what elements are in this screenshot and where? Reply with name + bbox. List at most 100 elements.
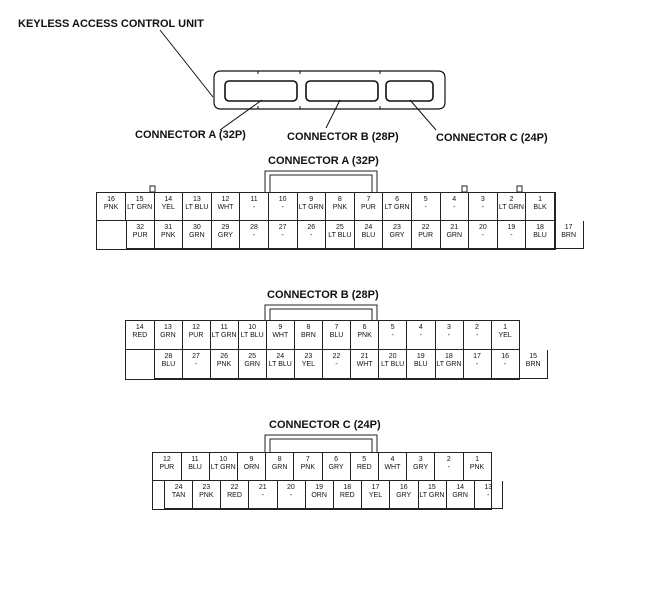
wire-color: BLU (533, 232, 547, 239)
pin-number: 2 (509, 196, 514, 203)
pin-number: 20 (287, 484, 295, 491)
pin-number: 17 (564, 224, 573, 231)
connector-a-callout: CONNECTOR A (32P) (135, 129, 246, 141)
connector-c-callout: CONNECTOR C (24P) (436, 132, 548, 144)
pin-number: 17 (473, 353, 481, 360)
connector-b-pin-5: 5- (378, 321, 408, 350)
wire-color: RED (356, 464, 372, 471)
pin-number: 19 (416, 353, 425, 360)
wire-color: BLU (413, 361, 428, 368)
pin-number: 15 (529, 353, 538, 360)
pin-number: 10 (248, 324, 257, 331)
wire-color: LT GRN (210, 464, 236, 471)
pin-number: 32 (136, 224, 145, 231)
pin-number: 31 (164, 224, 173, 231)
wire-color: - (289, 492, 293, 499)
pin-number: 18 (444, 353, 453, 360)
wire-color: PUR (188, 332, 204, 339)
wire-color: - (481, 204, 485, 211)
pin-number: 20 (478, 224, 487, 231)
wire-color: LT GRN (436, 361, 462, 368)
pin-number: 4 (452, 196, 457, 203)
wire-color: LT GRN (419, 492, 445, 499)
connector-b-pin-3: 3- (435, 321, 464, 350)
wire-color: YEL (161, 204, 175, 211)
pin-number: 2 (475, 324, 479, 331)
connector-b-pin-4: 4- (407, 321, 436, 350)
connector-c-pin-21: 21- (248, 481, 278, 509)
connector-b-pin-22: 22- (322, 350, 352, 379)
pin-number: 3 (480, 196, 485, 203)
connector-a-pin-27: 27- (268, 221, 298, 249)
wire-color: LT BLU (240, 332, 264, 339)
pin-number: 5 (423, 196, 428, 203)
wire-color: - (419, 332, 422, 339)
wire-color: - (503, 361, 507, 368)
wire-color: BRN (561, 232, 577, 239)
wire-color: - (424, 204, 427, 211)
connector-a-pin-11: 11- (240, 193, 270, 221)
wire-color: BRN (525, 361, 541, 368)
connector-a-pin-10: 10- (268, 193, 298, 221)
pin-number: 16 (501, 353, 509, 360)
pin-number: 8 (277, 456, 282, 463)
connector-a-pin-5: 5- (411, 193, 441, 221)
pin-number: 27 (278, 224, 287, 231)
wire-color: GRN (271, 464, 288, 471)
pin-number: 14 (135, 324, 144, 331)
pin-number: 1 (538, 196, 542, 203)
wire-color: LT BLU (381, 361, 405, 368)
wire-color: LT GRN (298, 204, 324, 211)
wire-color: BLU (188, 464, 202, 471)
pin-number: 12 (162, 456, 171, 463)
wire-color: WHT (217, 204, 234, 211)
pin-number: 13 (163, 324, 172, 331)
connector-c-pin-20: 20- (277, 481, 306, 509)
wire-color: PNK (199, 492, 214, 499)
pin-number: 29 (221, 224, 230, 231)
wire-color: - (391, 332, 394, 339)
wire-color: PNK (332, 204, 348, 211)
wire-color: YEL (301, 361, 315, 368)
wire-color: YEL (498, 332, 512, 339)
connector-b-pin-2: 2- (463, 321, 492, 350)
wire-color: YEL (368, 492, 383, 499)
pin-number: 7 (334, 324, 339, 331)
pin-number: 18 (343, 484, 352, 491)
pin-number: 3 (446, 324, 451, 331)
pin-number: 13 (192, 196, 201, 203)
pin-number: 11 (191, 456, 199, 463)
pin-number: 18 (536, 224, 544, 231)
wire-color: LT BLU (328, 232, 352, 239)
wire-color: GRN (160, 332, 176, 339)
wire-color: - (487, 492, 490, 499)
pin-number: 7 (366, 196, 371, 203)
connector-a-pin-28: 28- (240, 221, 270, 249)
